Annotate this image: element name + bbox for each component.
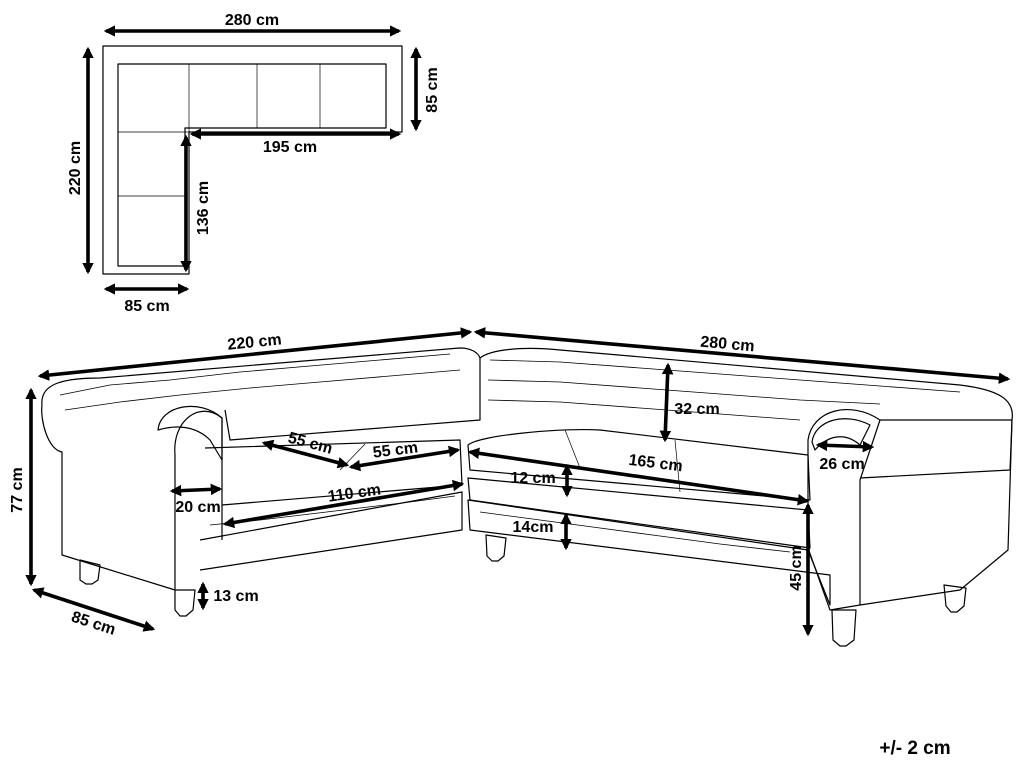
- plan-outline: [102, 45, 403, 275]
- depth-arrow: [31, 587, 156, 632]
- cushion-label: 12 cm: [510, 470, 555, 487]
- armrest-left-label: 20 cm: [175, 499, 220, 516]
- left-length-label: 220 cm: [227, 331, 283, 353]
- sofa-dimensions: [25, 327, 1011, 637]
- armrest-left-arrow: [169, 483, 223, 497]
- height-label: 77 cm: [9, 467, 26, 512]
- seat-height-label: 45 cm: [788, 545, 805, 590]
- seat-left-a-arrow: [261, 439, 350, 469]
- leg-label: 13 cm: [213, 588, 258, 605]
- plan-inner-outline: [117, 63, 387, 267]
- leg: [174, 589, 196, 617]
- tufting: [59, 353, 961, 553]
- right-armrest: [807, 409, 881, 611]
- seat-left-total-label: 110 cm: [327, 481, 382, 505]
- seat-left-b-arrow: [348, 445, 461, 472]
- right-end-panel: [859, 419, 1013, 606]
- plan-inner-left-label: 136 cm: [195, 181, 212, 235]
- sofa-illustration: [41, 347, 1013, 647]
- leg: [79, 559, 101, 585]
- plan-view: 280 cm 85 cm 220 cm 195 cm 136 cm 85 cm: [67, 12, 441, 315]
- base-label: 14cm: [513, 519, 554, 536]
- plan-bottom-label: 85 cm: [124, 298, 169, 315]
- right-length-arrow: [473, 327, 1011, 384]
- left-backrest: [41, 347, 481, 441]
- tolerance-label: +/- 2 cm: [879, 738, 950, 759]
- seat-left-total-arrow: [222, 479, 465, 529]
- backrest-arrow: [659, 362, 674, 443]
- leg: [831, 609, 857, 647]
- armrest-right-label: 26 cm: [819, 456, 864, 473]
- left-arm-front: [157, 405, 223, 461]
- leg: [485, 534, 507, 562]
- seat-right-label: 165 cm: [628, 452, 684, 475]
- cushion-seam: [564, 429, 581, 469]
- right-base: [467, 499, 831, 606]
- plan-width-label: 280 cm: [225, 12, 279, 29]
- right-length-label: 280 cm: [700, 334, 756, 356]
- seat-left-b-label: 55 cm: [372, 439, 419, 461]
- plan-left-depth-label: 220 cm: [67, 141, 84, 195]
- sofa-labels: 220 cm 280 cm 77 cm 85 cm 32 cm 26 cm 55…: [9, 331, 865, 638]
- backrest-label: 32 cm: [674, 401, 719, 418]
- left-length-arrow: [37, 327, 473, 381]
- seat-right-arrow: [467, 447, 810, 506]
- right-seat-front: [467, 477, 811, 549]
- armrest-right-arrow: [815, 439, 875, 453]
- plan-right-depth-label: 85 cm: [424, 67, 441, 112]
- leg: [943, 584, 967, 613]
- left-armrest: [41, 404, 223, 591]
- plan-inner-right-label: 195 cm: [263, 139, 317, 156]
- right-backrest: [479, 347, 1013, 479]
